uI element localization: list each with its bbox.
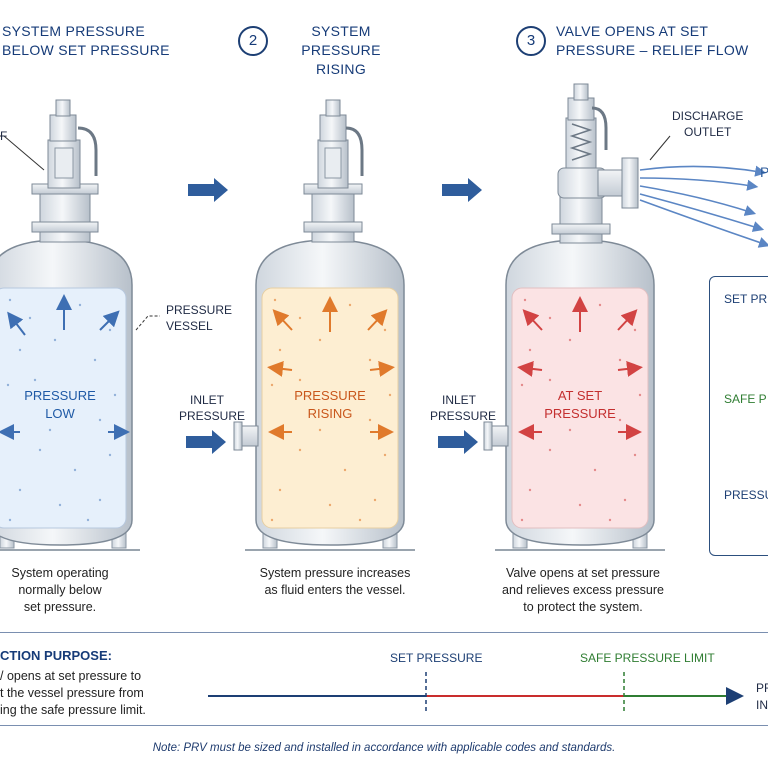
vessel3-status-label: AT SET PRESSURE <box>544 388 616 421</box>
pressure-arrows-3 <box>517 296 643 440</box>
step1-title: SYSTEM PRESSURE BELOW SET PRESSURE <box>2 22 170 60</box>
scale-safe-limit-label: SAFE PRESSURE LIMIT <box>580 651 715 665</box>
vessel-3 <box>483 83 768 551</box>
vessel-2 <box>233 99 415 551</box>
cut-off-label-p: P <box>760 164 768 180</box>
pressure-scale <box>208 672 744 712</box>
step1-title-line1: SYSTEM PRESSURE <box>2 23 145 39</box>
vessel2-status-label: PRESSURE RISING <box>294 388 366 421</box>
step3-number-badge: 3 <box>516 26 546 56</box>
scale-end-label: PR IN <box>756 681 768 712</box>
inlet-pressure-label-2: INLET PRESSURE <box>179 393 246 423</box>
legend-box <box>709 276 768 556</box>
step3-caption: Valve opens at set pressure and relieves… <box>502 566 664 614</box>
step3-title: VALVE OPENS AT SET PRESSURE – RELIEF FLO… <box>556 22 749 60</box>
step1-title-line2: BELOW SET PRESSURE <box>2 42 170 58</box>
step-arrow-1-2 <box>188 178 228 202</box>
legend-safe-pressure-label: SAFE P <box>724 392 767 406</box>
inlet-pressure-label-3: INLET PRESSURE <box>430 393 497 423</box>
function-purpose-heading: CTION PURPOSE: <box>0 648 112 663</box>
vessel1-status-label: PRESSURE LOW <box>24 388 96 421</box>
inlet-arrows <box>186 430 478 454</box>
pressure-arrows-2 <box>267 296 395 440</box>
legend-pressure-label: PRESSU <box>724 488 768 502</box>
step2-title-line2: RISING <box>315 61 367 77</box>
step3-title-line1: VALVE OPENS AT SET <box>556 23 709 39</box>
pressure-arrows-1 <box>0 294 130 440</box>
inlet-arrow-3 <box>438 430 478 454</box>
step-transition-arrows <box>188 178 482 202</box>
step-arrow-2-3 <box>442 178 482 202</box>
step2-title: SYSTEM PRESSURE RISING <box>276 22 406 79</box>
function-purpose-panel <box>0 632 768 726</box>
relief-flow-arrows <box>639 165 768 248</box>
fluid-dots-1 <box>6 298 117 522</box>
fluid-dots-3 <box>520 298 642 522</box>
step2-title-line1: SYSTEM PRESSURE <box>301 23 381 58</box>
legend-set-pressure-label: SET PRES <box>724 292 768 306</box>
step2-caption: System pressure increases as fluid enter… <box>259 566 411 597</box>
function-purpose-text: / opens at set pressure to t the vessel … <box>0 669 146 717</box>
inlet-arrow-2 <box>186 430 226 454</box>
scale-set-pressure-label: SET PRESSURE <box>390 651 483 665</box>
cut-off-label-f: F <box>0 129 8 143</box>
standards-note: Note: PRV must be sized and installed in… <box>152 742 616 754</box>
step3-title-line2: PRESSURE – RELIEF FLOW <box>556 42 749 58</box>
step1-caption: System operating normally below set pres… <box>11 566 109 614</box>
step2-number-badge: 2 <box>238 26 268 56</box>
discharge-outlet-label: DISCHARGE OUTLET <box>672 109 744 139</box>
fluid-dots-2 <box>270 298 392 522</box>
pressure-vessel-label: PRESSURE VESSEL <box>166 303 233 333</box>
vessel-1 <box>0 99 140 551</box>
